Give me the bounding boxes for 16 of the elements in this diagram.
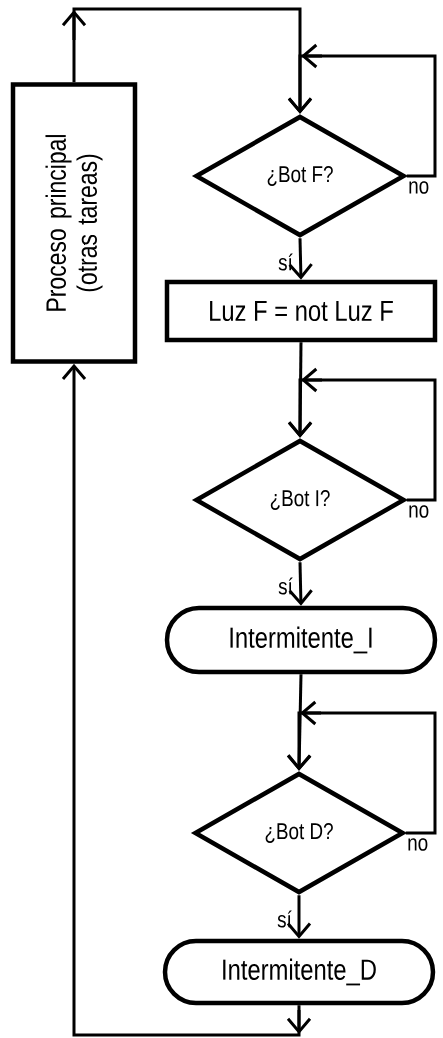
edge-label: no [409, 505, 429, 518]
edge-label: sí [278, 253, 293, 271]
process-box: Proceso principal (otras tareas) [10, 82, 138, 364]
terminal-box: Intermitente_I [164, 605, 438, 675]
edge-label: no [408, 838, 428, 851]
process-box: Luz F = not Luz F [164, 279, 438, 343]
arrow [287, 367, 437, 502]
arrow [61, 363, 312, 1037]
arrow [286, 895, 312, 939]
edge-label: no [409, 181, 429, 194]
edge-label: sí [278, 577, 293, 595]
arrow [288, 238, 313, 280]
terminal-box: Intermitente_D [162, 938, 436, 1006]
arrow [288, 562, 313, 606]
arrow [287, 43, 437, 178]
arrow [286, 700, 437, 835]
